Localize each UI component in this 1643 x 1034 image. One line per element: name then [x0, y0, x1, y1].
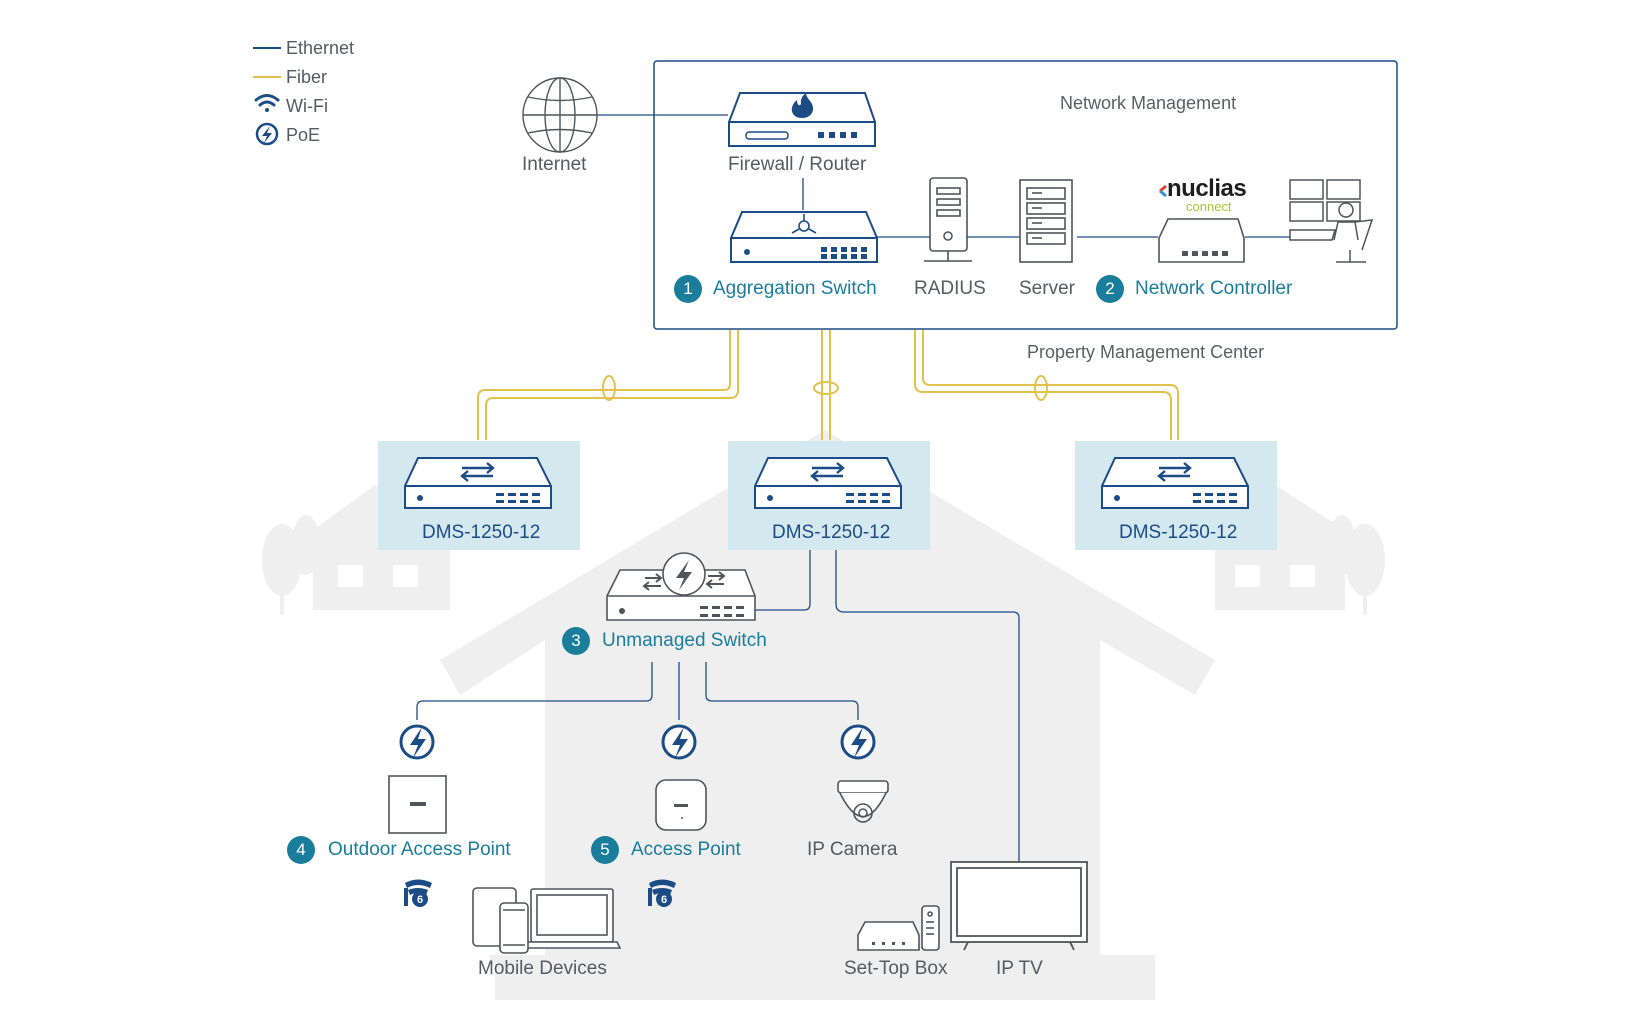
property-management-title: Property Management Center — [1027, 342, 1265, 362]
radius-label: RADIUS — [914, 278, 986, 299]
nuclias-logo-mark — [1159, 184, 1167, 198]
network-controller-label: Network Controller — [1135, 278, 1293, 299]
aggregation-number-badge: 1 — [674, 275, 702, 303]
unmanaged-number-badge: 3 — [562, 627, 590, 655]
legend-ethernet-label: Ethernet — [286, 38, 355, 58]
camera-icon — [837, 780, 889, 823]
network-management-title: Network Management — [1060, 93, 1237, 113]
nuclias-brand-name: nuclias — [1167, 175, 1247, 202]
ethernet-links-bottom — [416, 548, 1020, 862]
unmanaged-switch-label: Unmanaged Switch — [602, 630, 767, 651]
poe-icon — [255, 122, 279, 146]
server-label: Server — [1019, 278, 1075, 299]
internet-label: Internet — [522, 154, 587, 175]
unmanaged-switch-device — [606, 552, 756, 621]
network-controller-device — [1158, 184, 1245, 263]
outdoor-access-point-device — [388, 775, 447, 834]
svg-text:6: 6 — [661, 894, 667, 906]
admin-icon — [1289, 179, 1374, 263]
dms-switch-label-center: DMS-1250-12 — [772, 522, 891, 543]
legend-wifi-label: Wi-Fi — [286, 96, 328, 116]
dms-switch-icon — [754, 457, 902, 509]
wifi6-icon: 6 — [648, 879, 676, 907]
ap-number-badge: 5 — [591, 836, 619, 864]
dms-switch-icons — [404, 457, 1249, 509]
aggregation-switch-label: Aggregation Switch — [713, 278, 877, 299]
server-icon — [1019, 179, 1073, 263]
fiber-links — [477, 330, 1179, 440]
access-point-label: Access Point — [631, 839, 741, 860]
poe-badges — [399, 724, 876, 760]
ip-camera-label: IP Camera — [807, 839, 898, 860]
poe-icon — [661, 724, 697, 760]
wifi-icon — [254, 94, 280, 112]
tv-icon — [950, 861, 1088, 951]
mobile-devices-icon — [472, 887, 622, 954]
firewall-router-device — [728, 92, 876, 147]
access-point-device — [655, 779, 707, 831]
poe-icon — [840, 724, 876, 760]
globe-icon — [522, 77, 598, 153]
dms-switch-icon — [1101, 457, 1249, 509]
network-management-box — [653, 60, 1398, 330]
poe-icon — [399, 724, 435, 760]
firewall-label: Firewall / Router — [728, 154, 867, 175]
legend-fiber-label: Fiber — [286, 67, 328, 87]
radius-server-device — [924, 177, 972, 262]
outdoor-ap-number-badge: 4 — [287, 836, 315, 864]
aggregation-switch-device — [730, 211, 878, 263]
dms-switch-label-left: DMS-1250-12 — [422, 522, 541, 543]
nuclias-brand-sub: connect — [1186, 199, 1232, 214]
set-top-box-icon — [857, 905, 940, 951]
wifi6-icon: 6 — [404, 879, 432, 907]
dms-switch-label-right: DMS-1250-12 — [1119, 522, 1238, 543]
outdoor-access-point-label: Outdoor Access Point — [328, 839, 511, 860]
set-top-box-label: Set-Top Box — [844, 958, 948, 979]
ip-tv-label: IP TV — [996, 958, 1043, 979]
mobile-devices-label: Mobile Devices — [478, 958, 607, 979]
svg-text:6: 6 — [417, 894, 423, 906]
ethernet-links-top — [595, 114, 1290, 238]
dms-switch-icon — [404, 457, 552, 509]
legend-poe-label: PoE — [286, 125, 321, 145]
controller-number-badge: 2 — [1096, 275, 1124, 303]
flame-icon — [791, 93, 814, 118]
